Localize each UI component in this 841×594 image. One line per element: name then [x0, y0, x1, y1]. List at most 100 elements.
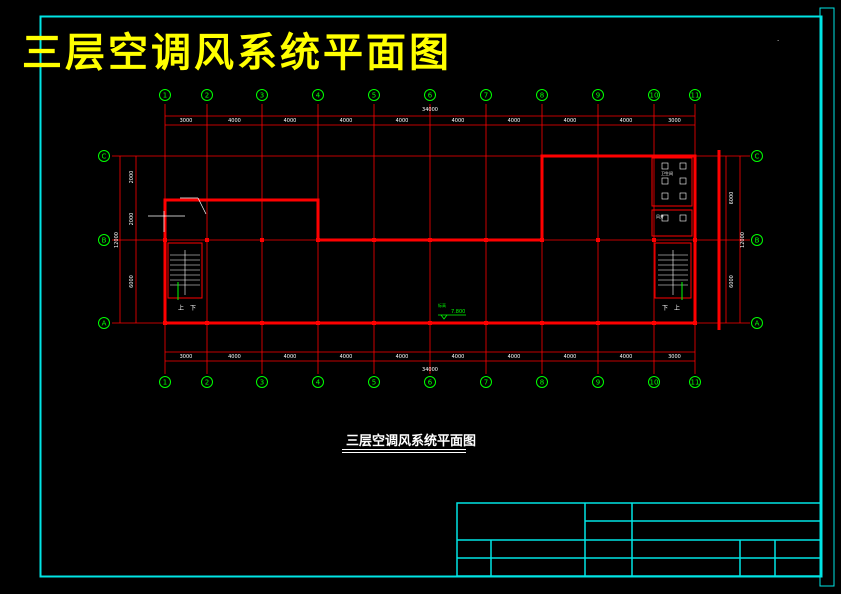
structural-column	[205, 321, 209, 325]
structural-column	[693, 321, 697, 325]
axis-bubble	[536, 89, 548, 101]
axis-bubble-label: C	[102, 153, 107, 161]
axis-bubble-label: 6	[428, 379, 433, 387]
axis-bubble-label: B	[102, 237, 107, 245]
axis-bubble-label: 7	[484, 92, 488, 100]
structural-column	[484, 321, 488, 325]
structural-column	[260, 238, 264, 242]
axis-bubble-label: 1	[163, 379, 167, 387]
side-dimension: 2000	[129, 213, 135, 226]
structural-column	[484, 238, 488, 242]
axis-bubble-label: 4	[316, 92, 321, 100]
axis-bubble	[424, 376, 436, 388]
axis-bubble	[368, 376, 380, 388]
structural-column	[372, 238, 376, 242]
axis-bubble-label: 3	[260, 92, 264, 100]
bay-dimension: 4000	[340, 354, 353, 360]
structural-column	[540, 238, 544, 242]
axis-bubble-label: 11	[691, 379, 700, 387]
axis-bubble	[648, 376, 660, 388]
axis-bubble-label: 9	[596, 379, 600, 387]
stair-right	[654, 242, 692, 299]
fixture	[679, 192, 687, 200]
bay-dimension: 4000	[620, 118, 633, 124]
side-dimension: 6000	[129, 275, 135, 288]
stair-up-label: 上	[674, 304, 680, 312]
fixture	[679, 162, 687, 170]
bay-dimension: 4000	[564, 118, 577, 124]
axis-bubble-label: 10	[650, 379, 659, 387]
axis-bubble-label: 2	[205, 92, 209, 100]
bay-dimension: 3000	[668, 118, 681, 124]
total-dimension: 34000	[422, 367, 438, 373]
axis-bubble	[98, 234, 110, 246]
axis-bubble-label: 4	[316, 379, 321, 387]
stair-up-label: 上	[178, 304, 184, 312]
axis-bubble	[592, 89, 604, 101]
axis-bubble-label: 6	[428, 92, 433, 100]
side-dimension: 12000	[114, 232, 120, 248]
axis-bubble	[751, 317, 763, 329]
bay-dimension: 3000	[180, 118, 193, 124]
axis-bubble	[424, 89, 436, 101]
level-note: 标高	[438, 302, 446, 308]
fixture	[679, 177, 687, 185]
structural-column	[652, 321, 656, 325]
axis-bubble-label: 1	[163, 92, 167, 100]
structural-column	[372, 321, 376, 325]
axis-bubble-label: C	[755, 153, 760, 161]
axis-bubble	[480, 376, 492, 388]
axis-bubble	[159, 89, 171, 101]
bay-dimension: 4000	[396, 354, 409, 360]
axis-bubble-label: 7	[484, 379, 488, 387]
structural-column	[596, 238, 600, 242]
bay-dimension: 4000	[452, 354, 465, 360]
axis-bubble	[648, 89, 660, 101]
drawing-frame	[39, 15, 823, 578]
axis-bubble	[592, 376, 604, 388]
drawing-title: 三层空调风系统平面图	[22, 30, 452, 76]
axis-bubble-label: 3	[260, 379, 264, 387]
axis-bubble-label: 11	[691, 92, 700, 100]
structural-column	[428, 238, 432, 242]
bay-dimension: 4000	[620, 354, 633, 360]
axis-bubble	[751, 234, 763, 246]
axis-bubble-label: A	[102, 320, 107, 328]
subtitle-underline	[342, 449, 466, 450]
fixture	[661, 214, 669, 222]
structural-column	[596, 321, 600, 325]
axis-bubble-label: 2	[205, 379, 209, 387]
fixture	[679, 214, 687, 222]
bay-dimension: 4000	[284, 354, 297, 360]
axis-bubble-label: B	[755, 237, 760, 245]
axis-bubble-label: A	[755, 320, 760, 328]
fixture	[661, 192, 669, 200]
shaft-label: 风井	[656, 213, 664, 219]
floor-plan: 3000 3000 4000 4000 4000 4000 4000 4000 4000 4000…	[98, 89, 763, 388]
corner-mark: ·	[777, 37, 780, 45]
axis-bubble-label: 5	[372, 379, 376, 387]
axis-bubble-label: 8	[540, 379, 544, 387]
subtitle-underline-2	[342, 452, 466, 453]
bay-dimension: 4000	[396, 118, 409, 124]
side-dimension: 12000	[740, 232, 746, 248]
bay-dimension: 3000	[668, 354, 681, 360]
bay-dimension: 4000	[228, 118, 241, 124]
total-dimension: 34000	[422, 107, 438, 113]
structural-column	[652, 238, 656, 242]
axis-bubble	[368, 89, 380, 101]
side-dimension: 6000	[729, 275, 735, 288]
bay-dimension: 4000	[508, 118, 521, 124]
axis-bubble	[159, 376, 171, 388]
structural-column	[163, 321, 167, 325]
axis-bubble	[98, 150, 110, 162]
fixture	[661, 162, 669, 170]
bay-dimension: 4000	[284, 118, 297, 124]
side-dimension: 2000	[129, 171, 135, 184]
structural-column	[316, 321, 320, 325]
bay-dimension: 4000	[508, 354, 521, 360]
title-block	[456, 502, 822, 577]
wc-block	[651, 157, 693, 207]
bay-dimension: 4000	[452, 118, 465, 124]
